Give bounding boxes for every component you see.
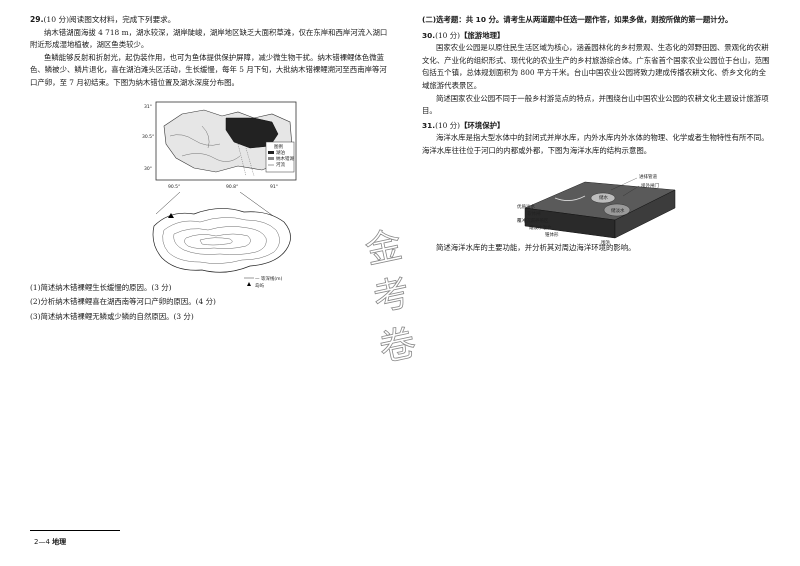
q31-topic: 【环境保护】	[460, 120, 505, 130]
q31-score: (10 分)	[435, 120, 461, 130]
q30-score: (10 分)	[435, 30, 461, 40]
diagram-label-10: 围浜	[601, 239, 610, 246]
svg-text:卷: 卷	[376, 322, 420, 370]
footer-rule	[30, 530, 120, 531]
q29-number: 29.	[30, 15, 44, 24]
q31-paragraph-2: 简述海洋水库的主要功能，并分析其对周边海洋环境的影响。	[436, 242, 636, 252]
q31-paragraph-1: 海洋水库是指大型水体中的封闭式并岸水库，内外水库内外水体的物理、化学或者生物特性…	[422, 133, 769, 155]
page-footer: 2—4 地理	[34, 537, 66, 547]
q30-head: 30.(10 分)【旅游地理】	[422, 30, 772, 43]
map-legend-item-1: 湖泊	[276, 149, 285, 156]
lat-label-3: 30°	[144, 166, 152, 172]
lon-label-1: 90.5°	[168, 184, 180, 190]
q29-head: 29.(10 分)阅读图文材料，完成下列要求。	[30, 14, 392, 27]
map-legend-item-3: 河流	[276, 161, 285, 168]
svg-text:考: 考	[370, 272, 414, 320]
lon-label-3: 91°	[270, 184, 278, 190]
diagram-label-2: 坝外闸门	[641, 182, 659, 189]
optional-section-head: (二)选考题：共 10 分。请考生从两道题中任选一题作答，如果多做，则按所做的第…	[422, 15, 733, 24]
lon-label-2: 90.8°	[226, 184, 238, 190]
diagram-label-9: 锥体形	[545, 231, 559, 238]
subject-label: 地理	[52, 538, 67, 546]
q30-topic: 【旅游地理】	[460, 30, 505, 40]
diagram-label-1: 进排管道	[639, 173, 657, 180]
diagram-label-4: 软体闸	[527, 210, 541, 217]
q31-number: 31.	[422, 120, 436, 130]
diagram-label-8: 咸淡水混合	[529, 224, 552, 231]
diagram-label-6: 储淡水	[611, 207, 625, 214]
q30-paragraph-1: 国家农业公园是以原住民生活区域为核心，涵盖园林化的乡村景观、生态化的郊野田园、景…	[422, 43, 770, 90]
diagram-label-7: 覆冲沉漏养殖区	[517, 217, 549, 224]
page-number: 2—4	[34, 538, 50, 546]
right-column: (二)选考题：共 10 分。请考生从两道题中任选一题作答，如果多做，则按所做的第…	[422, 14, 772, 254]
lat-label-1: 31°	[144, 104, 152, 110]
svg-text:金: 金	[362, 225, 406, 273]
lake-location-map: 图例 湖泊 纳木错湖 河流 31° 30.5° 30° 90.5° 90.8° …	[142, 101, 297, 190]
island-legend: 岛屿	[255, 282, 264, 289]
watermark-stamp: 金 考 卷	[361, 224, 420, 370]
q29-sub-2: (2)分析纳木错裸鲤喜在湖西南等河口产卵的原因。(4 分)	[30, 297, 216, 307]
q29-paragraph-1: 纳木错湖面海拔 4 718 m，湖水较深，湖岸陡峻，湖岸地区缺乏大面积草滩，仅在…	[30, 27, 388, 50]
q30-number: 30.	[422, 30, 436, 40]
map-legend-item-2: 纳木错湖	[276, 155, 294, 162]
ocean-reservoir-diagram: 进排管道 坝外闸门 优质淡水 软体闸 储水 储淡水 覆冲沉漏养殖区 咸淡水混合 …	[517, 173, 676, 246]
q29-sub-3: (3)简述纳木错裸鲤无鳞或少鳞的自然原因。(3 分)	[30, 311, 194, 321]
diagram-label-5: 储水	[599, 194, 608, 201]
diagram-label-3: 优质淡水	[517, 203, 535, 210]
q31-head: 31.(10 分)【环境保护】	[422, 120, 772, 133]
lake-depth-map: — 等深线(m) 岛屿	[152, 192, 291, 289]
map-legend-title: 图例	[274, 143, 283, 150]
q30-paragraph-2: 简述国家农业公园不同于一般乡村游览点的特点，并围绕台山中国农业公园的农耕文化主题…	[422, 93, 769, 116]
left-column: 29.(10 分)阅读图文材料，完成下列要求。 纳木错湖面海拔 4 718 m，…	[30, 14, 392, 323]
q29-paragraph-2: 鱼鳞能够反射和折射光，起伪装作用，也可为鱼体提供保护屏障，减少微生物干扰。纳木错…	[30, 52, 387, 87]
island-marker	[168, 213, 174, 218]
q29-instruction: (10 分)阅读图文材料，完成下列要求。	[43, 15, 176, 24]
q29-sub-1: (1)简述纳木错裸鲤生长缓慢的原因。(3 分)	[30, 282, 172, 292]
lat-label-2: 30.5°	[142, 134, 154, 140]
contour-legend: — 等深线(m)	[255, 275, 283, 282]
